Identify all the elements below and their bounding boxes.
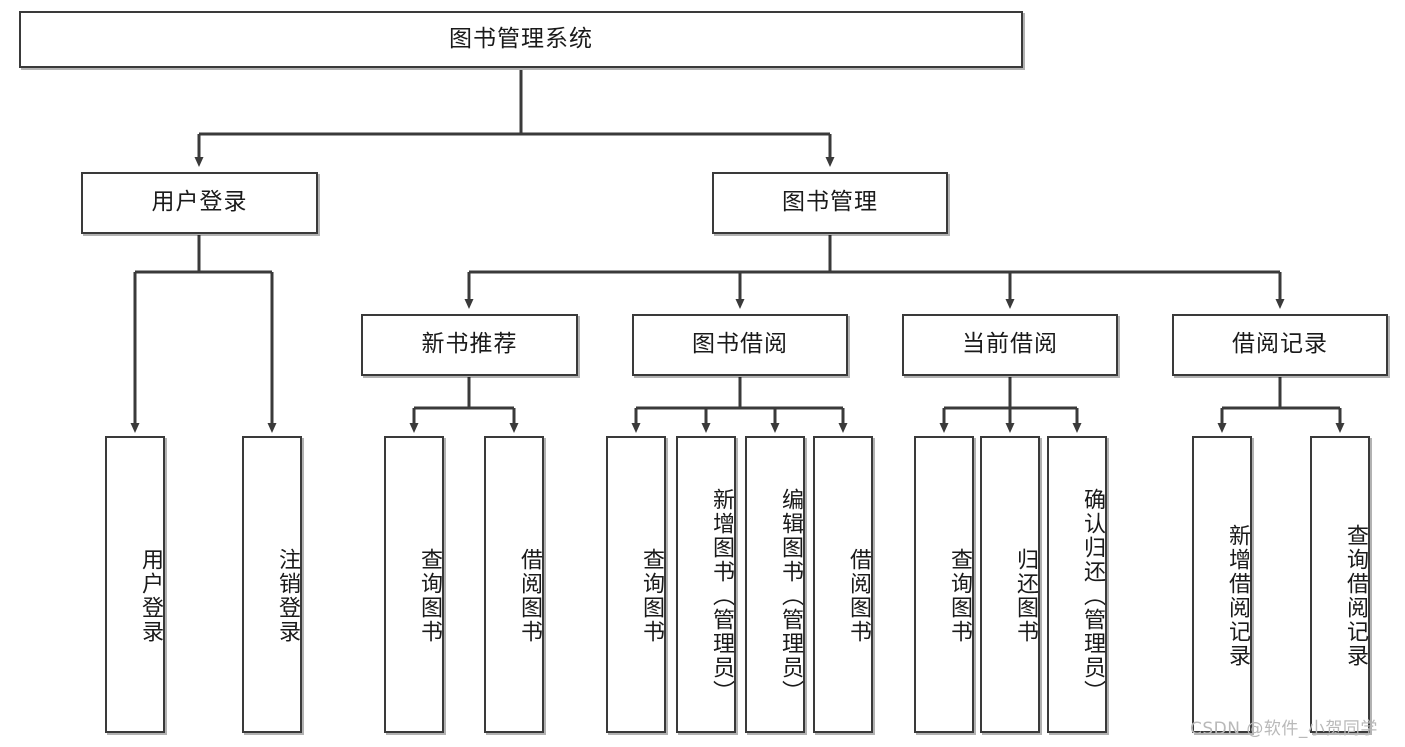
node-borrow-record[interactable]: 借阅记录 (1172, 314, 1388, 376)
leaf-borrow-book-borrow[interactable]: 借阅图书 (813, 436, 873, 733)
edges-book-manage (464, 235, 1285, 309)
node-current-borrow-label: 当前借阅 (962, 331, 1058, 358)
leaf-add-book-admin-label: 新增图书（管理员） (709, 487, 734, 704)
leaf-query-borrow-record-label: 查询借阅记录 (1343, 523, 1368, 668)
node-borrow-record-label: 借阅记录 (1232, 331, 1328, 358)
leaf-query-book-borrow-label: 查询图书 (639, 547, 664, 644)
leaf-add-borrow-record-label: 新增借阅记录 (1225, 523, 1250, 668)
leaf-query-borrow-record[interactable]: 查询借阅记录 (1310, 436, 1370, 733)
node-new-book-recommend[interactable]: 新书推荐 (361, 314, 578, 376)
leaf-return-book-label: 归还图书 (1013, 547, 1038, 644)
leaf-edit-book-admin[interactable]: 编辑图书（管理员） (745, 436, 805, 733)
leaf-add-borrow-record[interactable]: 新增借阅记录 (1192, 436, 1252, 733)
leaf-query-book-recommend[interactable]: 查询图书 (384, 436, 444, 733)
leaf-borrow-book-borrow-label: 借阅图书 (846, 547, 871, 644)
csdn-watermark: CSDN @软件_小贺同学 (1190, 719, 1378, 739)
leaf-logout-label: 注销登录 (275, 547, 300, 644)
node-root[interactable]: 图书管理系统 (19, 11, 1023, 68)
leaf-query-book-borrow[interactable]: 查询图书 (606, 436, 666, 733)
edges-new-book-rec (409, 377, 519, 433)
leaf-borrow-book-recommend[interactable]: 借阅图书 (484, 436, 544, 733)
edges-root (194, 70, 835, 167)
leaf-confirm-return-admin-label: 确认归还（管理员） (1080, 487, 1105, 704)
leaf-query-book-recommend-label: 查询图书 (417, 547, 442, 644)
node-user-login-label: 用户登录 (151, 189, 248, 216)
leaf-user-login-label: 用户登录 (138, 547, 163, 644)
leaf-user-login[interactable]: 用户登录 (105, 436, 165, 733)
node-root-label: 图书管理系统 (449, 25, 593, 52)
leaf-confirm-return-admin[interactable]: 确认归还（管理员） (1047, 436, 1107, 733)
leaf-query-book-current[interactable]: 查询图书 (914, 436, 974, 733)
leaf-query-book-current-label: 查询图书 (947, 547, 972, 644)
node-book-manage[interactable]: 图书管理 (712, 172, 948, 234)
node-new-book-recommend-label: 新书推荐 (421, 331, 518, 358)
edges-user-login (130, 235, 277, 433)
edges-current-borrow (939, 377, 1082, 433)
edges-borrow-record (1217, 377, 1345, 433)
node-book-borrow[interactable]: 图书借阅 (632, 314, 848, 376)
leaf-borrow-book-recommend-label: 借阅图书 (517, 547, 542, 644)
node-user-login[interactable]: 用户登录 (81, 172, 318, 234)
leaf-add-book-admin[interactable]: 新增图书（管理员） (676, 436, 736, 733)
node-book-manage-label: 图书管理 (782, 189, 878, 216)
node-book-borrow-label: 图书借阅 (692, 331, 788, 358)
leaf-return-book[interactable]: 归还图书 (980, 436, 1040, 733)
leaf-edit-book-admin-label: 编辑图书（管理员） (778, 487, 803, 704)
node-current-borrow[interactable]: 当前借阅 (902, 314, 1118, 376)
leaf-logout[interactable]: 注销登录 (242, 436, 302, 733)
edges-book-borrow (631, 377, 848, 433)
